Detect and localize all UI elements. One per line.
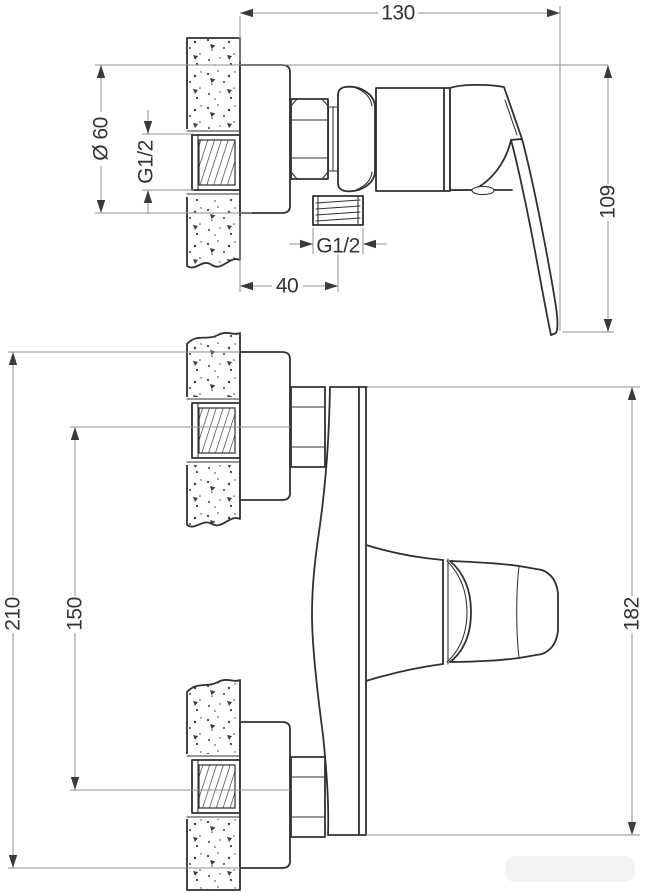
dimensions-side-view: 130 Ø 60 G1/2 G1/2 [90,2,620,333]
lever-handle-side [449,83,559,336]
mounting-nut-upper-front [290,386,326,468]
dim-body-height-label: 182 [621,597,644,631]
dim-handle-drop-label: 109 [597,185,620,219]
inlet-pipe-upper-front [191,402,241,459]
inlet-pipe-side [191,134,241,191]
dim-inlet-thread-label: G1/2 [135,140,158,184]
handle-knob-front [446,560,559,663]
cover-cone-side [337,85,376,193]
dim-outlet-offset-label: 40 [276,275,298,298]
dim-inlet-spacing-label: 150 [64,597,87,631]
escutcheon-plate-side [239,64,291,214]
watermark [505,856,635,882]
side-view: 130 Ø 60 G1/2 G1/2 [90,2,620,336]
escutcheon-plate-lower-front [239,721,291,869]
front-view: 210 150 182 [2,332,644,891]
mixer-body-side [375,87,513,192]
dim-overall-height-label: 210 [2,597,25,631]
mounting-nut-lower-front [290,756,326,838]
eccentric-ring-side [327,106,339,172]
dimensions-front-view: 210 150 182 [2,351,644,869]
inlet-pipe-lower-front [191,759,241,814]
dim-overall-depth-label: 130 [381,2,415,25]
dim-escutcheon-diameter-label: Ø 60 [90,117,113,161]
dim-outlet-thread-label: G1/2 [316,235,360,258]
escutcheon-plate-upper-front [239,351,291,501]
mounting-nut-side [290,98,329,180]
mixer-body-front [311,386,368,836]
handle-base-front [365,544,449,682]
outlet-stub-side [312,195,364,226]
